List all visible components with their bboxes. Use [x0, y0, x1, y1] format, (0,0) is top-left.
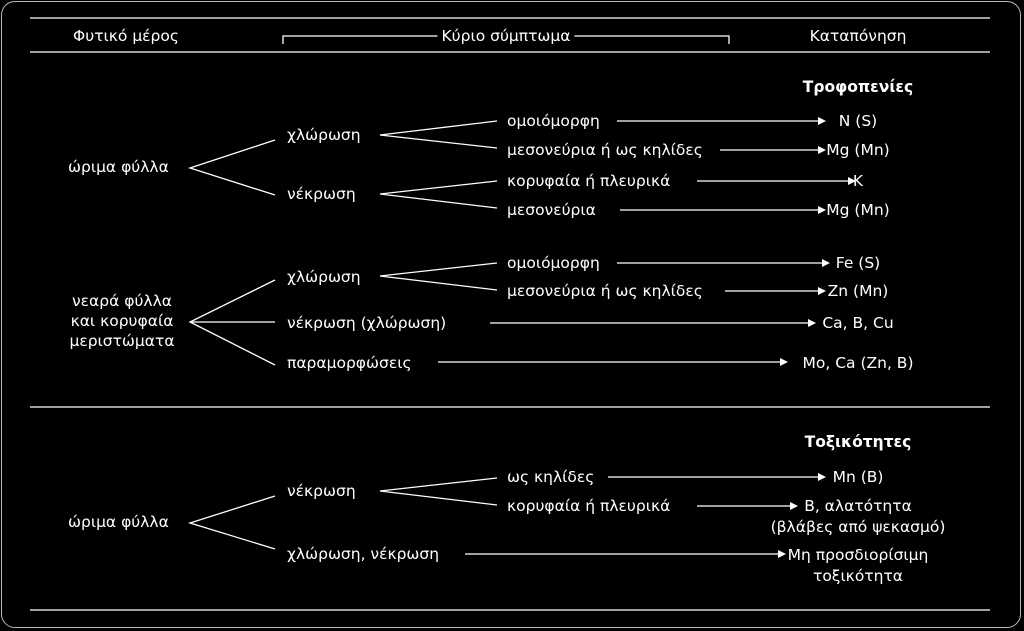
result-mg-mn-2: Mg (Mn)	[826, 201, 890, 219]
arrowhead	[818, 206, 826, 214]
result-mo-ca-zn-b: Mo, Ca (Zn, B)	[802, 354, 914, 372]
header-stress: Καταπόνηση	[809, 27, 907, 45]
branch-mature-leaves	[187, 139, 276, 196]
branch-necrosis-tox	[379, 477, 498, 506]
result-spray-damage: (βλάβες από ψεκασμό)	[770, 518, 946, 536]
result-ca-b-cu: Ca, B, Cu	[822, 314, 894, 332]
uniform-label-2: ομοιόμορφη	[507, 254, 600, 272]
interveinal-spots-label-2: μεσονεύρια ή ως κηλίδες	[507, 282, 703, 300]
deficiencies-title: Τροφοπενίες	[802, 78, 914, 96]
toxicities-title: Τοξικότητες	[804, 433, 912, 451]
arrowhead	[818, 146, 826, 154]
arrowhead	[808, 319, 816, 327]
necrosis-label: νέκρωση	[287, 185, 356, 203]
interveinal-spots-label: μεσονεύρια ή ως κηλίδες	[507, 141, 703, 159]
tip-margin-label: κορυφαία ή πλευρικά	[507, 172, 671, 190]
branch-chlorosis-1	[379, 120, 498, 149]
tip-margin-label-tox: κορυφαία ή πλευρικά	[507, 497, 671, 515]
header-plant-part: Φυτικό μέρος	[73, 27, 179, 45]
young-leaves-label-2: και κορυφαία	[70, 312, 174, 330]
arrowhead	[818, 473, 826, 481]
young-leaves-label-1: νεαρά φύλλα	[72, 292, 172, 310]
branch-mature-leaves-tox	[187, 495, 276, 550]
arrowhead	[818, 117, 826, 125]
chlorosis-label-2: χλώρωση	[287, 268, 361, 286]
necrosis-chlorosis-label: νέκρωση (χλώρωση)	[287, 314, 447, 332]
result-n-s: N (S)	[838, 112, 878, 130]
arrowhead	[790, 502, 798, 510]
chlorosis-necrosis-label: χλώρωση, νέκρωση	[287, 545, 440, 563]
result-mn-b: Mn (B)	[832, 468, 884, 486]
arrowhead	[848, 177, 856, 185]
result-k: K	[852, 172, 864, 190]
result-zn-mn: Zn (Mn)	[827, 282, 889, 300]
necrosis-label-tox: νέκρωση	[287, 482, 356, 500]
arrowhead	[778, 550, 786, 558]
mature-leaves-label: ώριμα φύλλα	[68, 158, 169, 176]
result-mg-mn-1: Mg (Mn)	[826, 141, 890, 159]
result-fe-s: Fe (S)	[835, 254, 881, 272]
chlorosis-label: χλώρωση	[287, 126, 361, 144]
arrowhead	[822, 259, 830, 267]
result-undetermined-line2: τοξικότητα	[812, 567, 904, 585]
result-undetermined-line1: Μη προσδιορίσιμη	[787, 546, 929, 564]
arrowhead	[780, 358, 788, 366]
arrowhead	[818, 287, 826, 295]
result-b-salinity: B, αλατότητα	[804, 497, 912, 515]
deformation-label: παραμορφώσεις	[287, 354, 412, 372]
young-leaves-label-3: μεριστώματα	[69, 332, 175, 350]
branch-necrosis-1	[379, 180, 498, 209]
header-main-symptom: Κύριο σύμπτωμα	[437, 27, 575, 45]
mature-leaves-label-tox: ώριμα φύλλα	[68, 513, 169, 531]
spots-label: ως κηλίδες	[507, 468, 595, 486]
uniform-label: ομοιόμορφη	[507, 112, 600, 130]
interveinal-label: μεσονεύρια	[507, 201, 596, 219]
branch-chlorosis-2	[379, 262, 498, 291]
